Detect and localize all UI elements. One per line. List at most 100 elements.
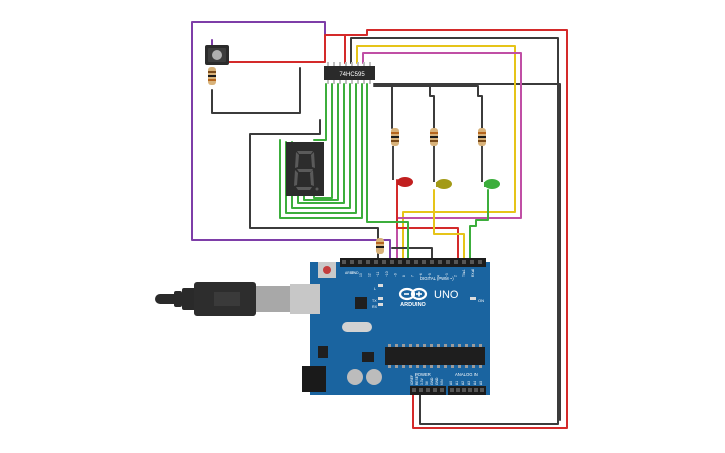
resistor-arduino[interactable]: [376, 238, 384, 254]
led-green[interactable]: [481, 146, 500, 189]
arduino-model: UNO: [434, 289, 459, 301]
chip-pin: [465, 344, 468, 347]
wire-dark-right[interactable]: [350, 37, 559, 425]
wire-red-led[interactable]: [396, 179, 459, 259]
pin-label: 12: [368, 273, 372, 277]
pin-label: ~6: [419, 273, 423, 277]
chip-pin: [388, 344, 391, 347]
header-hole[interactable]: [462, 260, 466, 264]
resistor-led-yellow[interactable]: [430, 128, 438, 146]
power-jack[interactable]: [302, 366, 326, 392]
header-hole[interactable]: [478, 260, 482, 264]
rx-indicator: [378, 303, 383, 306]
header-hole[interactable]: [433, 388, 437, 392]
wire-green-seg6[interactable]: [313, 83, 333, 199]
resistor-led-green[interactable]: [478, 128, 486, 146]
pin-label: A4: [473, 381, 477, 385]
button-cap[interactable]: [212, 50, 222, 60]
l-indicator: [378, 284, 383, 287]
chip-pin: [479, 365, 482, 368]
led-yellow[interactable]: [433, 146, 452, 189]
wire-red-button[interactable]: [227, 29, 568, 429]
header-hole[interactable]: [422, 260, 426, 264]
chip-pin: [437, 344, 440, 347]
header-hole[interactable]: [374, 260, 378, 264]
header-hole[interactable]: [468, 388, 472, 392]
tx-label: TX: [372, 299, 377, 303]
chip-pin: [416, 365, 419, 368]
header-hole[interactable]: [456, 388, 460, 392]
arduino-logo-icon: [398, 287, 428, 301]
chip-pin: [465, 365, 468, 368]
wire-yellow-595[interactable]: [356, 45, 516, 259]
header-hole[interactable]: [430, 260, 434, 264]
chip-pin: [451, 344, 454, 347]
header-hole[interactable]: [419, 388, 423, 392]
header-hole[interactable]: [358, 260, 362, 264]
header-hole[interactable]: [426, 388, 430, 392]
resistor-led-red[interactable]: [391, 128, 399, 146]
header-hole[interactable]: [342, 260, 346, 264]
header-hole[interactable]: [366, 260, 370, 264]
header-hole[interactable]: [470, 260, 474, 264]
power-label: POWER: [415, 372, 431, 377]
shift-register-74hc595[interactable]: 74HC595: [324, 62, 375, 84]
header-hole[interactable]: [412, 388, 416, 392]
header-hole[interactable]: [398, 260, 402, 264]
header-hole[interactable]: [474, 388, 478, 392]
digital-header[interactable]: [340, 258, 486, 267]
pushbutton[interactable]: [205, 45, 229, 65]
header-hole[interactable]: [382, 260, 386, 264]
wire-dark-led3[interactable]: [429, 85, 483, 129]
wire-green-seg7[interactable]: [313, 83, 327, 141]
wire-dark-led1[interactable]: [373, 85, 393, 129]
pin-label: A1: [455, 381, 459, 385]
wire-green-595[interactable]: [366, 83, 409, 259]
led-red[interactable]: [392, 146, 413, 187]
gnd-label: GND: [351, 271, 359, 275]
header-hole[interactable]: [462, 388, 466, 392]
pin-label: TX▸1: [462, 269, 466, 277]
wire-dark-resistor[interactable]: [211, 67, 301, 114]
pin-label: 13: [359, 273, 363, 277]
pin-label: ~10: [385, 271, 389, 277]
crystal: [342, 322, 372, 332]
wire-green-seg5[interactable]: [303, 83, 339, 201]
wire-dark-leds-ground[interactable]: [391, 247, 433, 259]
header-hole[interactable]: [390, 260, 394, 264]
seven-segment-display[interactable]: 8: [0, 0, 324, 196]
wire-green-led[interactable]: [469, 189, 489, 259]
wire-green-seg4[interactable]: [297, 83, 345, 204]
chip-pin: [409, 365, 412, 368]
pin-label: A5: [479, 381, 483, 385]
wire-green-seg1[interactable]: [279, 83, 363, 219]
analog-header[interactable]: [448, 386, 486, 395]
pin-label: RX◂0: [471, 269, 475, 277]
chip-pin: [416, 344, 419, 347]
capacitor-1: [347, 369, 363, 385]
header-hole[interactable]: [414, 260, 418, 264]
header-hole[interactable]: [440, 388, 444, 392]
pin-label: 8: [402, 275, 406, 277]
resistor-button[interactable]: [208, 67, 216, 85]
usb-jack[interactable]: [290, 284, 320, 314]
header-hole[interactable]: [454, 260, 458, 264]
header-hole[interactable]: [406, 260, 410, 264]
header-hole[interactable]: [350, 260, 354, 264]
wire-dark-led2[interactable]: [391, 85, 435, 129]
header-hole[interactable]: [450, 388, 454, 392]
pin-label: GND: [430, 377, 434, 385]
pin-label: RESET: [415, 374, 419, 385]
chip-pins: [388, 344, 482, 368]
header-hole[interactable]: [438, 260, 442, 264]
pin-label: ~5: [428, 273, 432, 277]
header-hole[interactable]: [446, 260, 450, 264]
wire-yellow-led[interactable]: [433, 189, 465, 259]
pin-label: IOREF: [410, 375, 414, 385]
pin-label: 4: [436, 275, 440, 277]
wire-dark-right2[interactable]: [373, 83, 561, 421]
header-hole[interactable]: [480, 388, 484, 392]
arduino-uno-board[interactable]: ARDUINO UNO DIGITAL (PWM ~) ANALOG IN PO…: [290, 258, 490, 395]
